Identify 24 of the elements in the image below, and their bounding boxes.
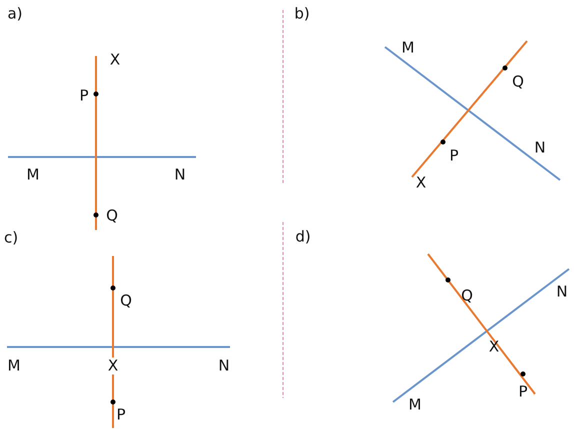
point-label: Q — [106, 208, 118, 224]
point-label: X — [108, 358, 118, 374]
point-label: N — [218, 358, 230, 374]
point-label: P — [79, 88, 89, 104]
point-label: P — [518, 384, 528, 400]
point-label: M — [408, 398, 422, 412]
point-label: M — [402, 40, 414, 56]
panel-label: c) — [4, 230, 18, 246]
point-label: Q — [512, 74, 524, 90]
point-label: N — [174, 168, 186, 182]
panel-label: d) — [295, 230, 311, 244]
point-label: P — [116, 408, 126, 422]
point-label: X — [488, 340, 500, 354]
point-label: X — [110, 52, 120, 68]
point-label: Q — [461, 288, 473, 304]
point-label: X — [416, 176, 426, 190]
point-label: Q — [120, 294, 132, 308]
point-label: N — [556, 284, 568, 300]
panel-label: b) — [294, 6, 310, 22]
point-label: N — [534, 140, 546, 156]
point-label: P — [449, 148, 459, 164]
point-label: M — [26, 168, 40, 182]
point-label: M — [8, 358, 20, 374]
panel-label: a) — [7, 6, 23, 22]
